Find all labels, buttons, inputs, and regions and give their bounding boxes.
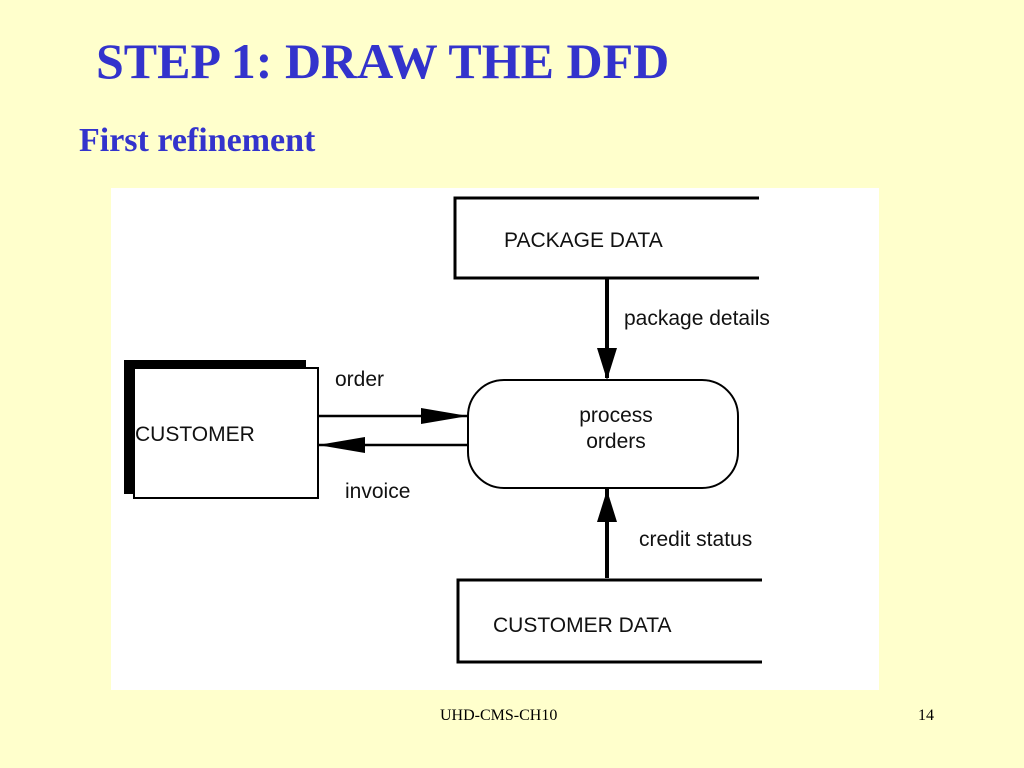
flow-package-details-label: package details	[624, 307, 770, 330]
flow-order-label: order	[335, 368, 384, 391]
page-number: 14	[918, 707, 934, 724]
data-store-package-label: PACKAGE DATA	[504, 229, 663, 252]
flow-package-details: package details	[597, 278, 770, 380]
process-node: process orders	[467, 379, 739, 489]
dfd-diagram: PACKAGE DATA package details CUSTOMER or…	[111, 188, 879, 690]
flow-credit-status: credit status	[597, 488, 752, 578]
flow-credit-status-label: credit status	[639, 528, 752, 551]
process-label-line1: process	[579, 404, 653, 427]
data-store-customer-label: CUSTOMER DATA	[493, 614, 672, 637]
process-label-line2: orders	[586, 430, 646, 453]
external-entity-label: CUSTOMER	[135, 423, 255, 446]
data-store-package: PACKAGE DATA	[453, 196, 759, 280]
flow-order: order	[318, 368, 468, 424]
slide-subtitle: First refinement	[79, 122, 316, 159]
flow-invoice-label: invoice	[345, 480, 410, 503]
dfd-canvas: PACKAGE DATA package details CUSTOMER or…	[124, 196, 770, 664]
footer-course-code: UHD-CMS-CH10	[440, 707, 558, 724]
slide-title: STEP 1: DRAW THE DFD	[96, 33, 670, 89]
external-entity-customer: CUSTOMER	[124, 360, 319, 499]
data-store-customer: CUSTOMER DATA	[456, 578, 762, 664]
flow-invoice: invoice	[318, 437, 468, 503]
